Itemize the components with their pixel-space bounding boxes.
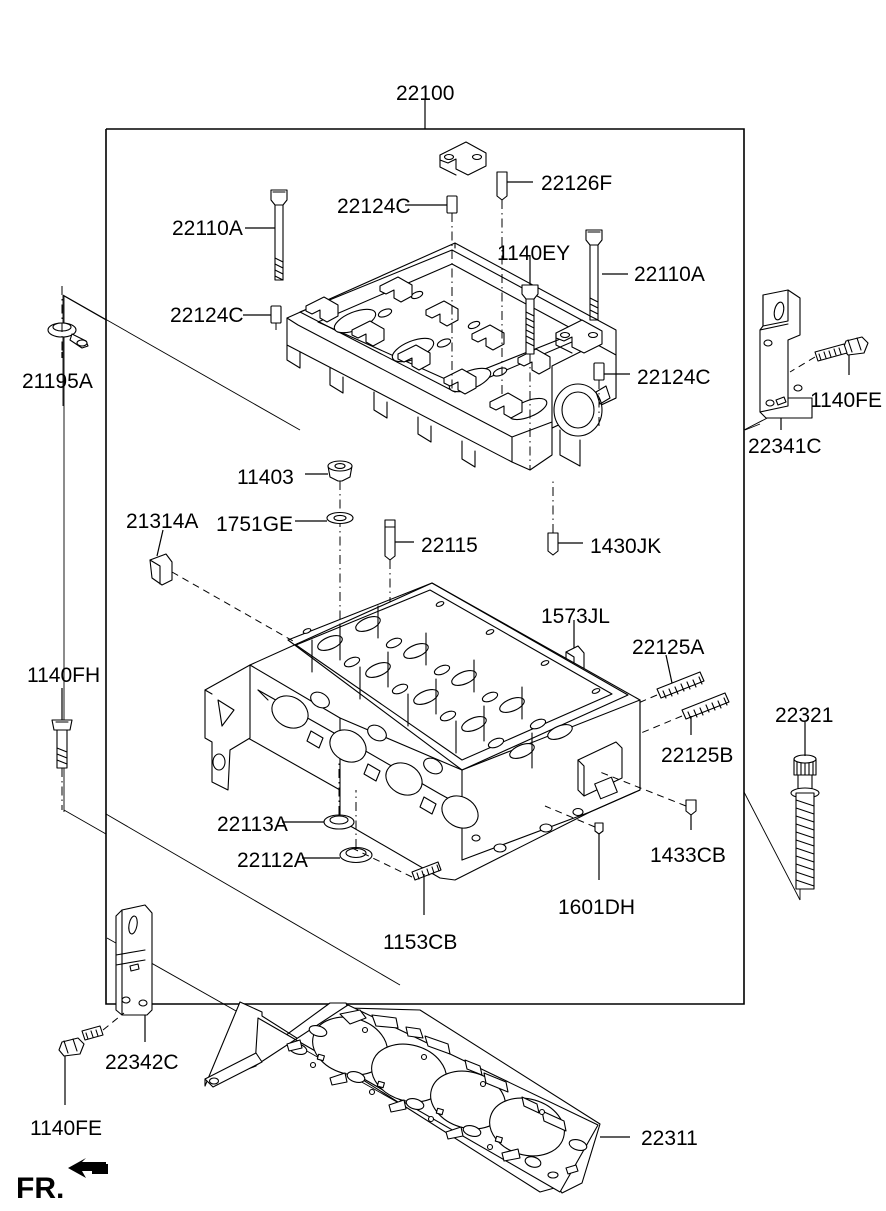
callout-1140FH: 1140FH — [27, 664, 101, 687]
callout-22125B: 22125B — [661, 744, 734, 767]
callout-21314A: 21314A — [126, 510, 199, 533]
cylinder-head-casting — [204, 582, 641, 881]
callout-22110A-right: 22110A — [634, 263, 705, 286]
callout-1751GE: 1751GE — [216, 513, 294, 536]
pin-1430JK — [547, 480, 559, 556]
front-direction-arrow-icon — [68, 1158, 108, 1178]
callout-22126F: 22126F — [541, 172, 613, 195]
callout-1140FE-front: 1140FE — [30, 1117, 102, 1140]
callout-1140EY: 1140EY — [497, 242, 571, 265]
bolt-22110A-left — [270, 189, 288, 281]
hanger-bracket-22341C — [759, 289, 813, 430]
callout-22110A-left: 22110A — [172, 217, 243, 240]
bolt-1140FE-right — [789, 336, 869, 375]
plug-1433CB — [599, 771, 697, 830]
bolt-22321 — [790, 722, 820, 890]
callout-22341C: 22341C — [748, 435, 822, 458]
callout-1153CB: 1153CB — [383, 931, 458, 954]
callout-22112A: 22112A — [237, 849, 308, 872]
callout-22115: 22115 — [421, 534, 478, 557]
valve-guide-22112A — [339, 790, 373, 864]
callout-22124C-right: 22124C — [637, 366, 711, 389]
plug-11403 — [327, 460, 353, 694]
hanger-bracket-22342C — [115, 904, 153, 1042]
callout-1573JL: 1573JL — [541, 605, 610, 628]
bearing-cap-parts — [439, 141, 603, 354]
callout-22311: 22311 — [641, 1127, 698, 1150]
bolt-1140FH — [51, 688, 73, 810]
bolt-22110A-right — [585, 229, 603, 321]
seal-21195A — [47, 286, 89, 352]
plug-1601DH — [544, 805, 604, 880]
leader-lines — [61, 181, 630, 859]
callout-11403: 11403 — [237, 466, 294, 489]
callout-22113A: 22113A — [217, 813, 288, 836]
callout-1430JK: 1430JK — [590, 535, 662, 558]
pin-22126F — [496, 171, 508, 398]
callout-22124C-left: 22124C — [170, 304, 244, 327]
dowel-22124C-top — [446, 195, 458, 390]
callout-22125A: 22125A — [632, 636, 705, 659]
callout-22124C-top: 22124C — [337, 195, 411, 218]
stud-1153CB — [349, 846, 442, 915]
callout-1601DH: 1601DH — [558, 896, 636, 919]
head-gasket-22311 — [204, 1001, 630, 1194]
bolt-1140EY — [521, 284, 539, 470]
washer-1751GE — [326, 511, 354, 525]
callout-1433CB: 1433CB — [650, 844, 726, 867]
front-direction-label: FR. — [16, 1172, 65, 1205]
callout-1140FE-right: 1140FE — [810, 389, 882, 412]
callout-21195A: 21195A — [22, 370, 93, 393]
callout-22321: 22321 — [775, 704, 834, 727]
bolt-1140FE-front — [58, 1012, 125, 1105]
callout-22100: 22100 — [396, 82, 455, 105]
dowel-22124C-left — [270, 305, 282, 330]
callout-22342C: 22342C — [105, 1051, 179, 1074]
core-plug-21314A — [149, 529, 301, 646]
dowel-22124C-right — [593, 362, 605, 430]
